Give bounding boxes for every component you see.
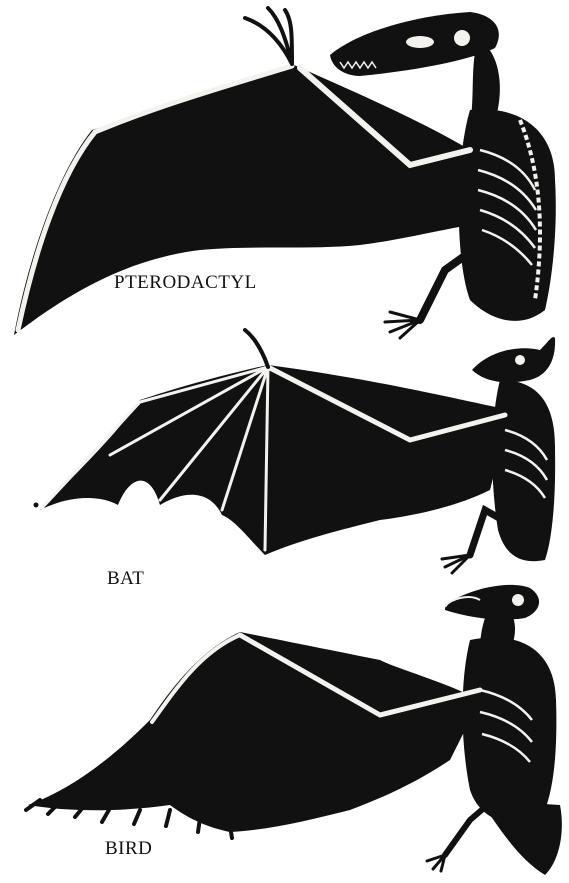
pterodactyl-eye-orbit (454, 30, 470, 46)
pterodactyl-foot (385, 312, 420, 338)
bat-caption: BAT (107, 568, 144, 590)
bird-foot (427, 855, 445, 871)
bat-skull (472, 337, 555, 382)
bat-wing-membrane (40, 365, 510, 555)
bat-body (492, 380, 555, 561)
bird-wing-feathers (28, 632, 480, 832)
bat-figure (34, 330, 556, 573)
bird-eye-orbit (512, 594, 524, 606)
bat-eye-orbit (515, 355, 525, 365)
bat-thumb-claw (245, 330, 268, 367)
bird-tail (480, 800, 562, 875)
pterodactyl-wing-membrane (14, 64, 470, 335)
pterodactyl-skull-opening (406, 36, 434, 48)
bird-caption: BIRD (105, 838, 152, 860)
bird-body (463, 638, 557, 824)
bat-foot (442, 555, 470, 573)
pterodactyl-caption: PTERODACTYL (114, 272, 257, 294)
bird-figure (26, 585, 562, 875)
bird-skull (445, 585, 539, 620)
pterodactyl-hand-claws (245, 8, 292, 64)
pterodactyl-figure (14, 8, 556, 338)
bat-specimen-dot (34, 503, 39, 508)
